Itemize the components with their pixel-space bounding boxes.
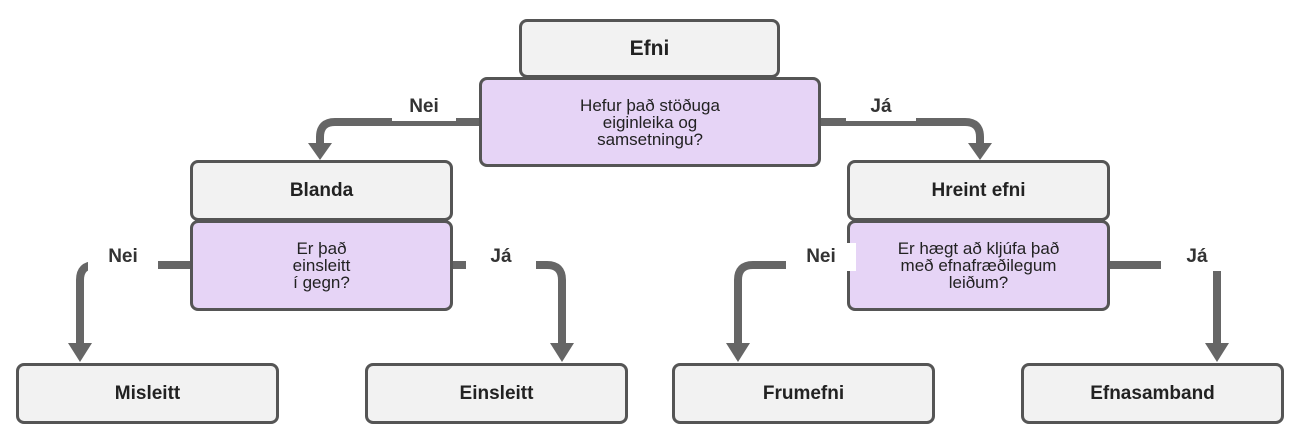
arrow-root-no xyxy=(316,118,484,145)
node-blanda: Blanda xyxy=(190,160,453,221)
label-right-no: Nei xyxy=(786,243,856,271)
node-efni-label: Efni xyxy=(629,36,670,60)
label-root-yes: Já xyxy=(846,93,916,121)
arrowhead-left-no xyxy=(68,343,92,362)
node-frumefni: Frumefni xyxy=(672,363,935,424)
arrow-left-no xyxy=(76,261,193,345)
label-left-no: Nei xyxy=(88,243,158,271)
arrowhead-root-yes xyxy=(968,143,992,160)
arrow-right-no xyxy=(734,261,850,345)
arrowhead-root-no xyxy=(308,143,332,160)
question-root: Hefur það stöðuga eiginleika og samsetni… xyxy=(479,77,821,167)
node-einsleitt-label: Einsleitt xyxy=(459,382,534,404)
arrowhead-right-no xyxy=(726,343,750,362)
node-hreint-efni-label: Hreint efni xyxy=(931,179,1026,201)
arrow-left-yes xyxy=(452,261,566,345)
node-efni: Efni xyxy=(519,19,780,78)
node-misleitt-label: Misleitt xyxy=(114,382,181,404)
question-right-text: Er hægt að kljúfa það með efnafræðilegum… xyxy=(897,239,1060,292)
label-left-yes: Já xyxy=(466,243,536,271)
question-left-text: Er það einsleitt í gegn? xyxy=(292,239,351,292)
question-right: Er hægt að kljúfa það með efnafræðilegum… xyxy=(847,220,1110,311)
label-root-no: Nei xyxy=(392,93,456,121)
label-right-yes: Já xyxy=(1161,243,1233,271)
arrow-right-yes xyxy=(1108,261,1221,345)
arrowhead-left-yes xyxy=(550,343,574,362)
node-frumefni-label: Frumefni xyxy=(762,382,845,404)
question-left: Er það einsleitt í gegn? xyxy=(190,220,453,311)
node-hreint-efni: Hreint efni xyxy=(847,160,1110,221)
node-efnasamband: Efnasamband xyxy=(1021,363,1284,424)
arrowhead-right-yes xyxy=(1205,343,1229,362)
node-einsleitt: Einsleitt xyxy=(365,363,628,424)
node-efnasamband-label: Efnasamband xyxy=(1090,382,1215,404)
question-root-text: Hefur það stöðuga eiginleika og samsetni… xyxy=(580,95,720,149)
node-blanda-label: Blanda xyxy=(289,179,354,201)
arrow-root-yes xyxy=(818,118,984,145)
node-misleitt: Misleitt xyxy=(16,363,279,424)
